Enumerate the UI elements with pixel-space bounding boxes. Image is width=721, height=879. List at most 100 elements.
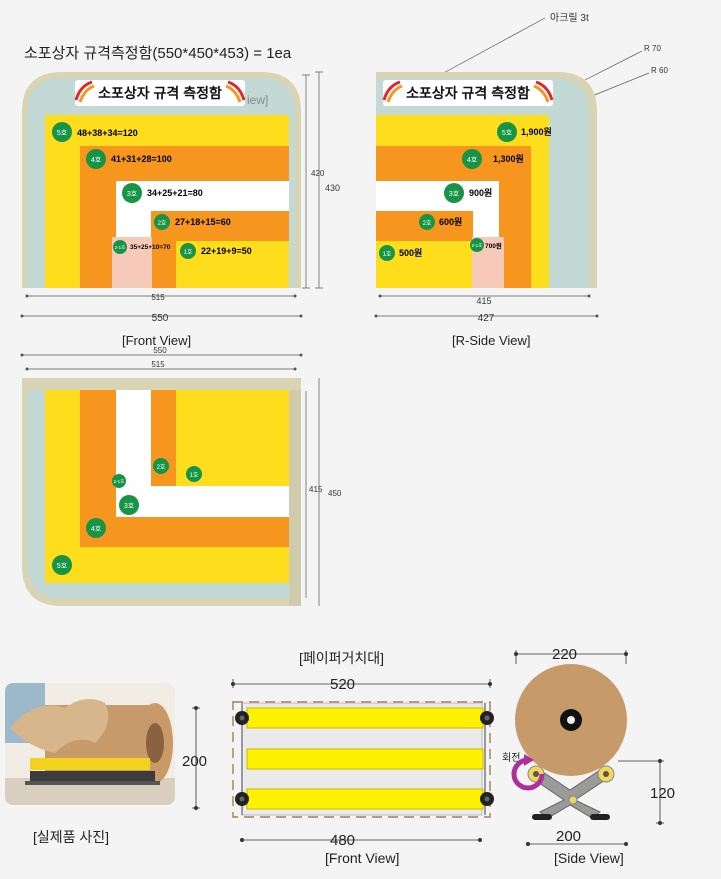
stand-foot-left (532, 814, 552, 820)
side-dims (515, 650, 664, 845)
top-dim-415: 415 (309, 485, 323, 494)
side-banner-box (383, 80, 553, 106)
svg-text:5호: 5호 (57, 562, 68, 570)
radius-outer-label: R 70 (644, 44, 661, 53)
svg-text:2호: 2호 (423, 220, 432, 227)
dispenser-rod-3 (246, 788, 484, 810)
dispenser-front-dims (192, 679, 491, 841)
formula-2: 27+18+15=60 (175, 217, 231, 227)
front-dim-480: 480 (330, 832, 355, 849)
svg-text:2호: 2호 (157, 464, 166, 471)
dispenser-side-diagram: 220 120 200 회전 (502, 646, 675, 846)
front-badge-1: 1호 (180, 243, 196, 259)
formula-2-1: 35+25+10=70 (130, 244, 171, 251)
svg-text:2-1호: 2-1호 (114, 479, 125, 484)
banner-stripes-right (225, 80, 246, 103)
dispenser-wheel-tl (235, 711, 249, 725)
rotate-arrowhead-icon (524, 754, 534, 766)
price-4: 1,300원 (493, 153, 524, 164)
page-title: 소포상자 규격측정함(550*450*453) = 1ea (24, 45, 292, 62)
front-badge-2-1: 2-1호 (113, 240, 127, 254)
top-view: 550 515 415 450 2호 1호 2-1호 3호 4호 5호 (20, 346, 342, 606)
price-5: 1,900원 (521, 126, 552, 137)
svg-text:4호: 4호 (91, 525, 102, 533)
top-dim-lines-top (22, 354, 320, 606)
dispenser-rod-1 (246, 707, 484, 729)
banner-stripes-left (74, 80, 95, 103)
radius-outer-leader (584, 50, 643, 81)
stand-right-wheel (597, 765, 615, 783)
svg-text:2호: 2호 (158, 220, 167, 227)
svg-text:1호: 1호 (184, 249, 193, 256)
side-badge-4: 4호 (462, 149, 482, 169)
dispenser-rod-2 (246, 748, 484, 770)
acrylic-leader (437, 17, 546, 77)
rotate-label: 회전 (502, 752, 520, 764)
svg-text:3호: 3호 (449, 190, 460, 198)
dispenser-side-label: [Side View] (554, 850, 624, 866)
svg-text:2-1호: 2-1호 (115, 245, 126, 250)
side-dim-lines (376, 295, 597, 317)
top-dim-515: 515 (151, 360, 165, 369)
side-view-label: [R-Side View] (452, 333, 531, 348)
dispenser-outline (232, 701, 491, 818)
side-badge-2-1: 2-1호 (470, 238, 484, 252)
product-photo-image (5, 683, 175, 805)
price-2-1: 700원 (485, 241, 502, 250)
svg-text:5호: 5호 (57, 129, 68, 137)
stand-hub (568, 795, 578, 805)
front-dim-420: 420 (311, 169, 325, 178)
dispenser-title: [페이퍼거치대] (299, 650, 385, 666)
svg-text:1호: 1호 (383, 251, 392, 258)
photo-label: [실제품 사진] (33, 829, 110, 845)
top-badge-3: 3호 (119, 495, 139, 515)
radius-inner-label: R 60 (651, 66, 668, 75)
front-badge-4: 4호 (86, 149, 106, 169)
svg-text:2-1호: 2-1호 (472, 243, 483, 248)
front-badge-3: 3호 (122, 183, 142, 203)
side-dim-427: 427 (478, 313, 495, 324)
side-badge-5: 5호 (497, 122, 517, 142)
product-photo (5, 683, 175, 805)
front-badge-2: 2호 (154, 214, 170, 230)
side-badge-2: 2호 (419, 214, 435, 230)
banner-box (75, 80, 245, 106)
formula-4: 41+31+28=100 (111, 154, 172, 164)
side-dim-220: 220 (552, 646, 577, 663)
front-dim-550: 550 (152, 313, 169, 324)
roll-axle (567, 716, 575, 724)
front-view: iew] 소포상자 규격 측정함 5호 48+38+34=120 4호 41+3… (20, 71, 340, 324)
price-2: 600원 (439, 216, 462, 227)
top-edge (289, 390, 301, 606)
side-dim-200: 200 (556, 828, 581, 845)
price-3: 900원 (469, 187, 492, 198)
side-badge-3: 3호 (444, 183, 464, 203)
front-dim-200: 200 (182, 753, 207, 770)
measurement-diagrams: 아크릴 3t R 70 R 60 iew] 소포상자 규격 측정함 5호 48+… (20, 11, 668, 606)
formula-3: 34+25+21=80 (147, 188, 203, 198)
banner-peek-text: iew] (247, 93, 268, 107)
svg-text:5호: 5호 (502, 129, 513, 137)
acrylic-note: 아크릴 3t (550, 11, 589, 24)
svg-text:3호: 3호 (127, 190, 138, 198)
top-badge-2-1: 2-1호 (112, 474, 126, 488)
front-dim-430: 430 (325, 183, 340, 193)
svg-text:4호: 4호 (467, 156, 478, 164)
side-dim-415: 415 (476, 296, 491, 306)
dispenser-front-label: [Front View] (325, 850, 400, 866)
svg-text:1호: 1호 (190, 472, 199, 479)
front-view-label: [Front View] (122, 333, 192, 348)
dispenser-wheel-br (480, 792, 494, 806)
top-badge-5: 5호 (52, 555, 72, 575)
banner-text: 소포상자 규격 측정함 (98, 85, 222, 101)
front-dim-520: 520 (330, 676, 355, 693)
price-1: 500원 (399, 247, 422, 258)
side-banner-stripes (382, 80, 554, 103)
top-dim-450: 450 (328, 489, 342, 498)
formula-1: 22+19+9=50 (201, 246, 252, 256)
top-badge-1: 1호 (186, 466, 202, 482)
front-badge-5: 5호 (52, 122, 72, 142)
front-dim-515: 515 (151, 293, 165, 302)
top-badge-4: 4호 (86, 518, 106, 538)
front-dim-lines (22, 71, 323, 317)
